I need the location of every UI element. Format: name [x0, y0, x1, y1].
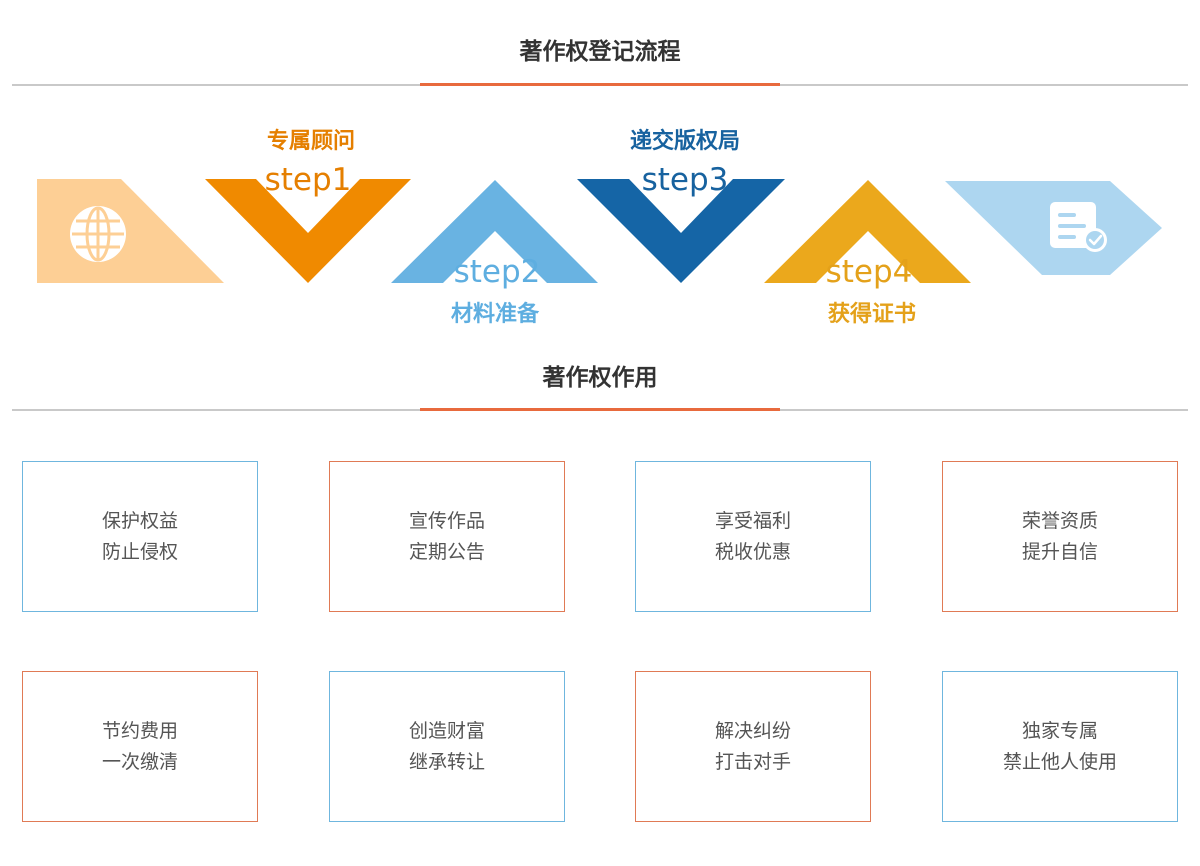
step-2-number: step2 — [454, 254, 541, 290]
step-1-title: 专属顾问 — [267, 128, 355, 154]
usage-card-line1: 解决纠纷 — [714, 719, 791, 742]
usage-card-line1: 荣誉资质 — [1021, 509, 1098, 532]
usage-card-line2: 一次缴清 — [101, 750, 178, 773]
step-2: step2 材料准备 — [391, 180, 598, 327]
globe-icon — [70, 206, 126, 262]
usage-card-line2: 继承转让 — [408, 750, 485, 773]
usage-card: 保护权益 防止侵权 — [22, 461, 258, 612]
step-4-number: step4 — [826, 254, 913, 290]
step-2-title: 材料准备 — [451, 301, 540, 327]
step-3: 递交版权局 step3 — [577, 128, 785, 283]
step-3-number: step3 — [642, 162, 729, 198]
usage-card: 创造财富 继承转让 — [329, 671, 565, 822]
usage-card: 享受福利 税收优惠 — [635, 461, 871, 612]
usage-card-line1: 创造财富 — [408, 719, 485, 742]
usage-card-line1: 节约费用 — [101, 719, 178, 742]
usage-card: 节约费用 一次缴清 — [22, 671, 258, 822]
usage-card-line1: 享受福利 — [714, 509, 791, 532]
certificate-check-icon — [1050, 202, 1107, 252]
usage-title-accent-bar — [420, 408, 780, 411]
step-4-title: 获得证书 — [828, 301, 916, 327]
process-title: 著作权登记流程 — [519, 39, 681, 65]
usage-card: 解决纠纷 打击对手 — [635, 671, 871, 822]
step-1: 专属顾问 step1 — [205, 128, 411, 283]
process-title-accent-bar — [420, 83, 780, 86]
usage-card-line1: 宣传作品 — [408, 509, 485, 532]
usage-card-line1: 独家专属 — [1021, 719, 1098, 742]
end-shape — [945, 181, 1162, 275]
usage-card-line2: 提升自信 — [1021, 540, 1098, 563]
usage-card-line2: 打击对手 — [714, 750, 791, 773]
step-4: step4 获得证书 — [764, 180, 971, 327]
usage-card: 荣誉资质 提升自信 — [942, 461, 1178, 612]
usage-card-line2: 税收优惠 — [714, 540, 791, 563]
usage-card: 独家专属 禁止他人使用 — [942, 671, 1178, 822]
usage-card: 宣传作品 定期公告 — [329, 461, 565, 612]
registration-flow-diagram: 专属顾问 step1 step2 材料准备 递交版权局 step3 step4 … — [37, 128, 1162, 327]
step-1-number: step1 — [265, 162, 352, 198]
step-3-title: 递交版权局 — [630, 128, 740, 154]
usage-card-line2: 禁止他人使用 — [1002, 750, 1117, 773]
start-shape — [37, 179, 224, 283]
usage-card-line1: 保护权益 — [101, 509, 178, 532]
usage-title: 著作权作用 — [542, 365, 658, 391]
usage-card-line2: 防止侵权 — [101, 540, 178, 563]
usage-card-line2: 定期公告 — [408, 540, 485, 563]
